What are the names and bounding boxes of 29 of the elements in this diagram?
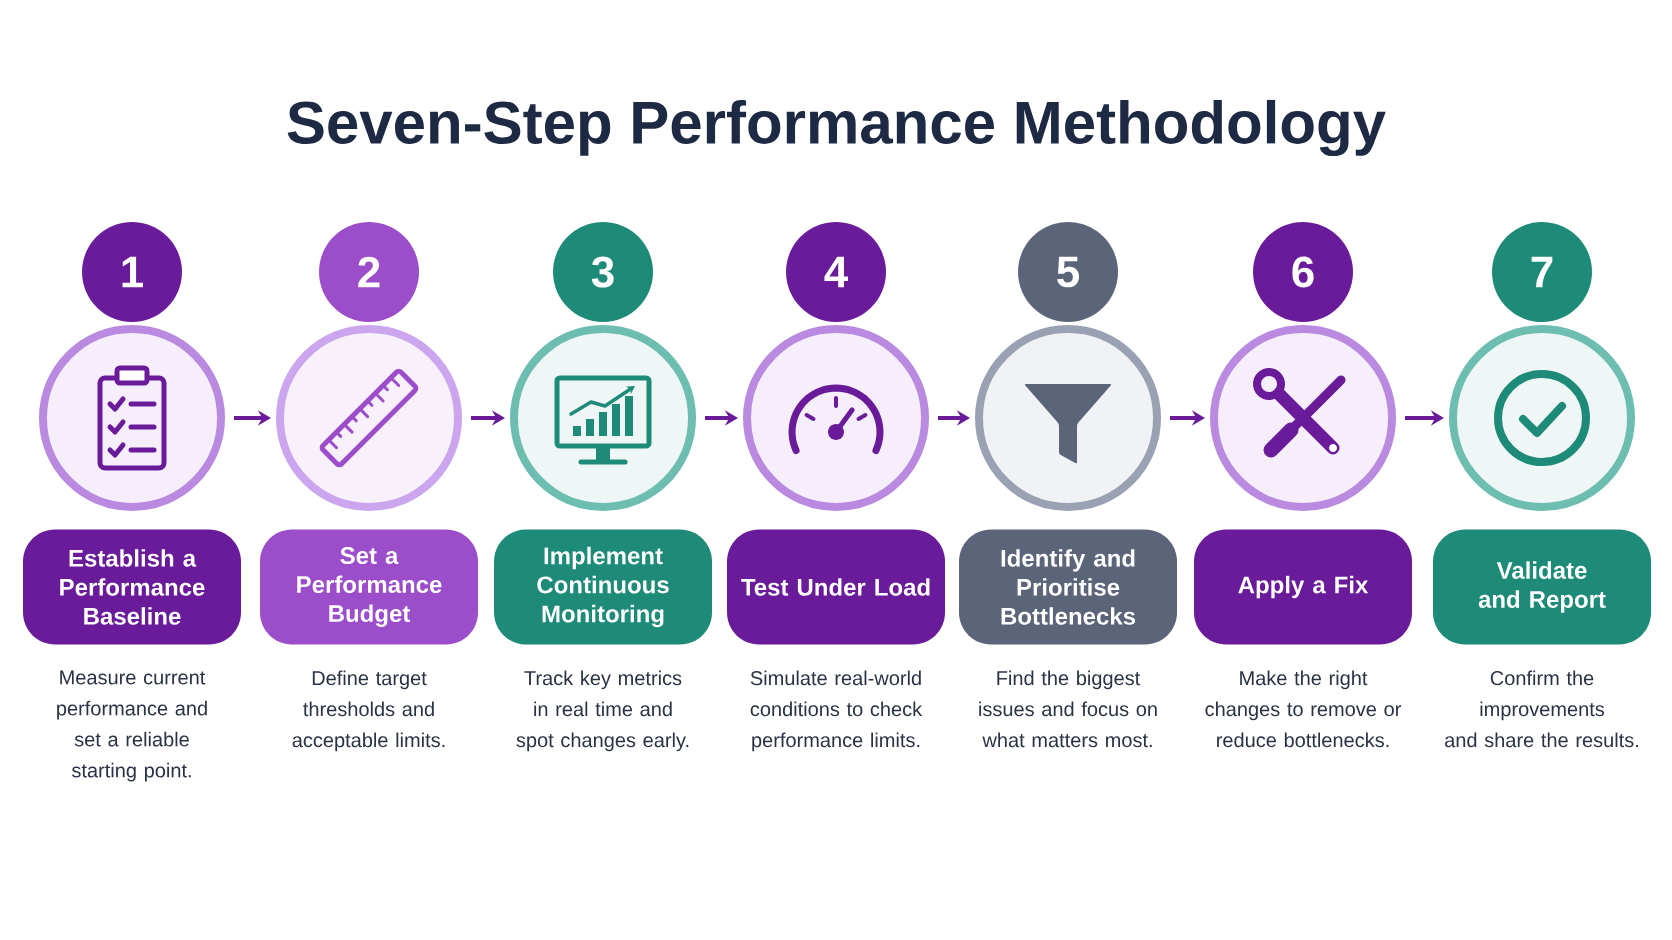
- description: Make the right changes to remove or reduce bottlenecks.: [1205, 670, 1401, 748]
- description: Confirm the improvements and share the results.: [1445, 670, 1638, 748]
- step-number: 7: [1492, 222, 1592, 322]
- step-title-box: Validate and Report: [1433, 529, 1651, 645]
- step-title-box: Implement Continuous Monitoring: [494, 529, 712, 645]
- step-title-box: Test Under Load: [727, 529, 945, 645]
- description: Define target thresholds and acceptable limits.: [292, 670, 445, 752]
- icon-circle: [975, 325, 1161, 511]
- step-title-box: Apply a Fix: [1194, 529, 1412, 645]
- step-number: 6: [1253, 222, 1353, 322]
- description: Find the biggest issues and focus on what matters most.: [979, 670, 1157, 748]
- description: Measure current performance and set a reliable starting point.: [57, 670, 207, 782]
- icon-circle: [1210, 325, 1396, 511]
- step-title-box: Establish a Performance Baseline: [23, 529, 241, 645]
- icon-circle: [1449, 325, 1635, 511]
- step-title-box: Identify and Prioritise Bottlenecks: [959, 529, 1177, 645]
- step-number: 1: [82, 222, 182, 322]
- step-number: 2: [319, 222, 419, 322]
- title: Seven-Step Performance Methodology: [287, 99, 1386, 157]
- step-number: 5: [1018, 222, 1118, 322]
- icon-circle: [39, 325, 225, 511]
- step-number: 3: [553, 222, 653, 322]
- icon-circle: [510, 325, 696, 511]
- icon-circle: [276, 325, 462, 511]
- step-title-box: Set a Performance Budget: [260, 529, 478, 645]
- description: Track key metrics in real time and spot changes early.: [516, 670, 689, 752]
- icon-circle: [743, 325, 929, 511]
- step-number: 4: [786, 222, 886, 322]
- description: Simulate real-world conditions to check performance limits.: [750, 670, 923, 752]
